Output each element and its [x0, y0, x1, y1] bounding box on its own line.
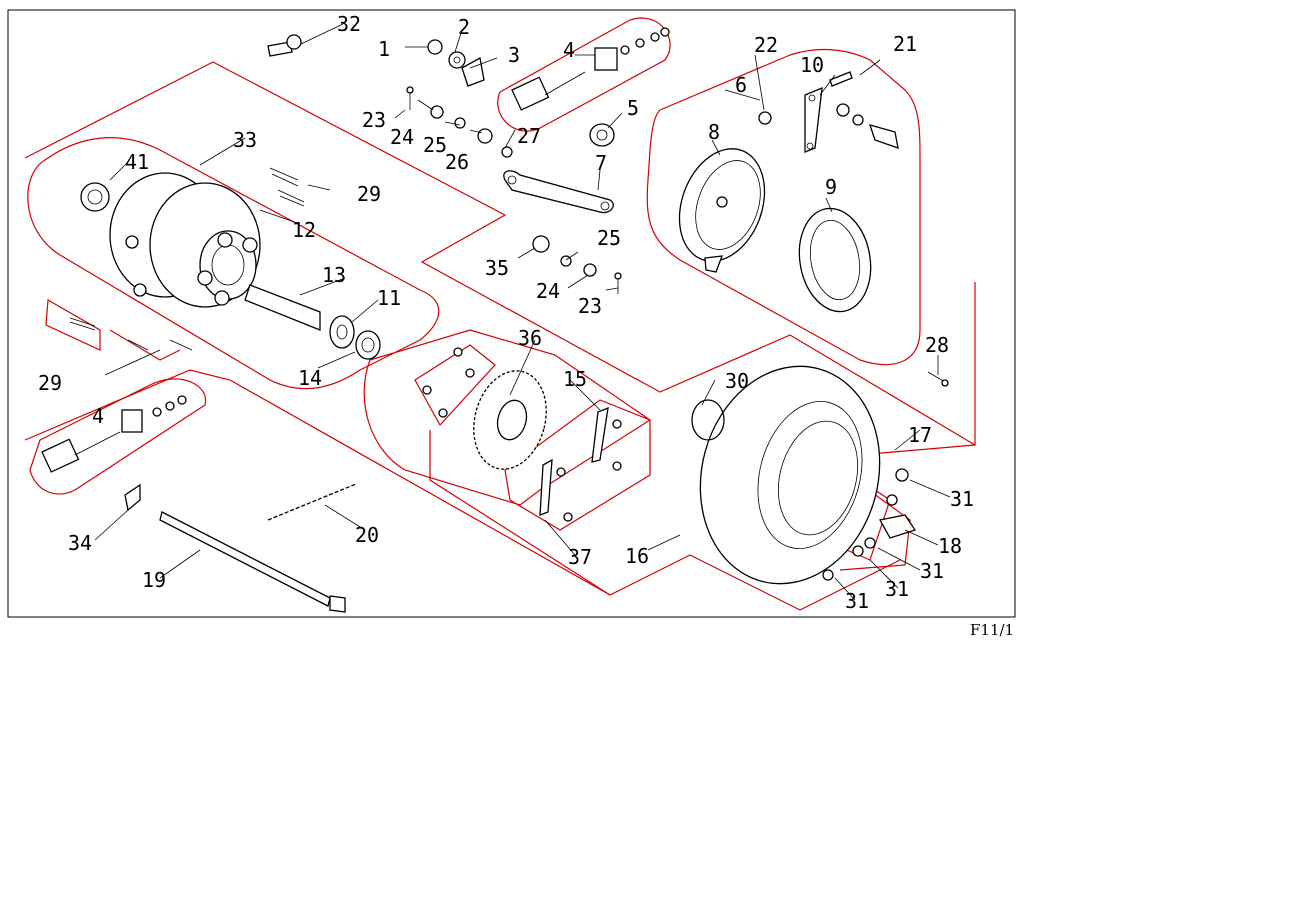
wheel-tire: [691, 365, 917, 585]
callout-12: 12: [292, 218, 316, 242]
callout-4-bottom: 4: [92, 404, 104, 428]
callout-9: 9: [825, 175, 837, 199]
callout-37: 37: [568, 545, 592, 569]
callout-22: 22: [754, 33, 778, 57]
callout-32: 32: [337, 12, 361, 36]
callout-16: 16: [625, 544, 649, 568]
studs: [69, 167, 305, 351]
lock-plates: [539, 406, 622, 522]
callout-25-mid: 25: [597, 226, 621, 250]
callout-1: 1: [378, 37, 390, 61]
callout-20: 20: [355, 523, 379, 547]
callout-31-bottom: 31: [845, 589, 869, 613]
callout-8: 8: [708, 120, 720, 144]
callout-33: 33: [233, 128, 257, 152]
callout-31-mid: 31: [920, 559, 944, 583]
brake-lever-cam: [804, 86, 899, 153]
callout-10: 10: [800, 53, 824, 77]
callout-24-mid: 24: [536, 279, 560, 303]
callout-15: 15: [563, 367, 587, 391]
callout-23-mid: 23: [578, 294, 602, 318]
callout-29-top: 29: [357, 182, 381, 206]
callout-14: 14: [298, 366, 322, 390]
callout-6: 6: [735, 73, 747, 97]
callout-23-top: 23: [362, 108, 386, 132]
callout-21: 21: [893, 32, 917, 56]
brake-arm: [503, 170, 614, 214]
callout-19: 19: [142, 568, 166, 592]
axle-sleeve-bearings: [244, 284, 381, 360]
brake-plate: [678, 148, 766, 273]
axle-bolt-chain: [159, 483, 357, 613]
callout-13: 13: [322, 263, 346, 287]
callout-18: 18: [938, 534, 962, 558]
callout-3: 3: [508, 43, 520, 67]
callout-28: 28: [925, 333, 949, 357]
callout-2: 2: [458, 15, 470, 39]
callout-5: 5: [627, 96, 639, 120]
callout-27: 27: [517, 124, 541, 148]
callout-4-top: 4: [563, 38, 575, 62]
callout-17: 17: [908, 423, 932, 447]
callout-31-right: 31: [950, 487, 974, 511]
callout-34: 34: [68, 531, 92, 555]
callout-29-bottom: 29: [38, 371, 62, 395]
callout-7: 7: [595, 151, 607, 175]
leader-lines: [94, 23, 951, 601]
callout-26: 26: [445, 150, 469, 174]
callout-35: 35: [485, 256, 509, 280]
callout-labels: 32 2 1 3 4 22 21 10 6 5 23 24 25 27 26 8…: [38, 12, 974, 613]
callout-11: 11: [377, 286, 401, 310]
callout-41: 41: [125, 150, 149, 174]
callout-31-low: 31: [885, 577, 909, 601]
sprocket: [422, 347, 547, 470]
callout-24-top: 24: [390, 125, 414, 149]
figure-code: F11/1: [970, 621, 1014, 639]
callout-25-top: 25: [423, 133, 447, 157]
callout-30: 30: [725, 369, 749, 393]
hub-assembly: [80, 172, 261, 308]
brake-shoes: [798, 207, 872, 313]
chain-adjusters: [41, 27, 670, 512]
callout-36: 36: [518, 326, 542, 350]
